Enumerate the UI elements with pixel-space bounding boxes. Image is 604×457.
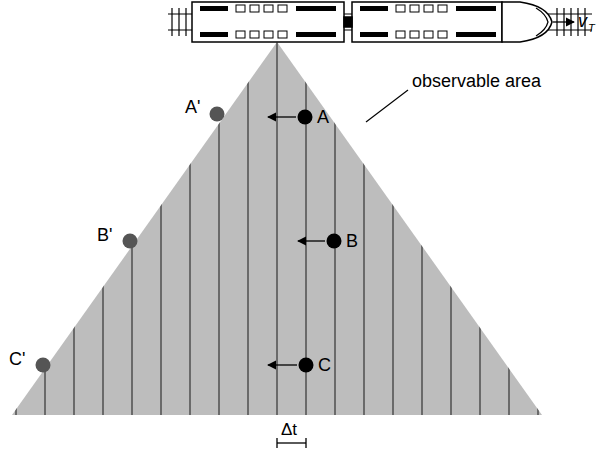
point-label: A' <box>185 98 200 116</box>
velocity-label: v <box>578 12 587 30</box>
interval-bracket <box>277 438 306 448</box>
velocity-subscript: T <box>588 23 595 34</box>
interval-label: Δt <box>281 421 297 438</box>
point-label: C' <box>9 350 25 368</box>
leader-line <box>366 90 408 122</box>
points <box>36 107 342 373</box>
train <box>192 2 552 42</box>
point-label: C <box>318 356 331 374</box>
point-label: B' <box>97 226 112 244</box>
velocity-arrow <box>553 21 574 22</box>
time-grid <box>0 40 538 416</box>
point-label: A <box>317 108 329 126</box>
point-label: B <box>346 232 358 250</box>
area-label: observable area <box>412 72 541 90</box>
